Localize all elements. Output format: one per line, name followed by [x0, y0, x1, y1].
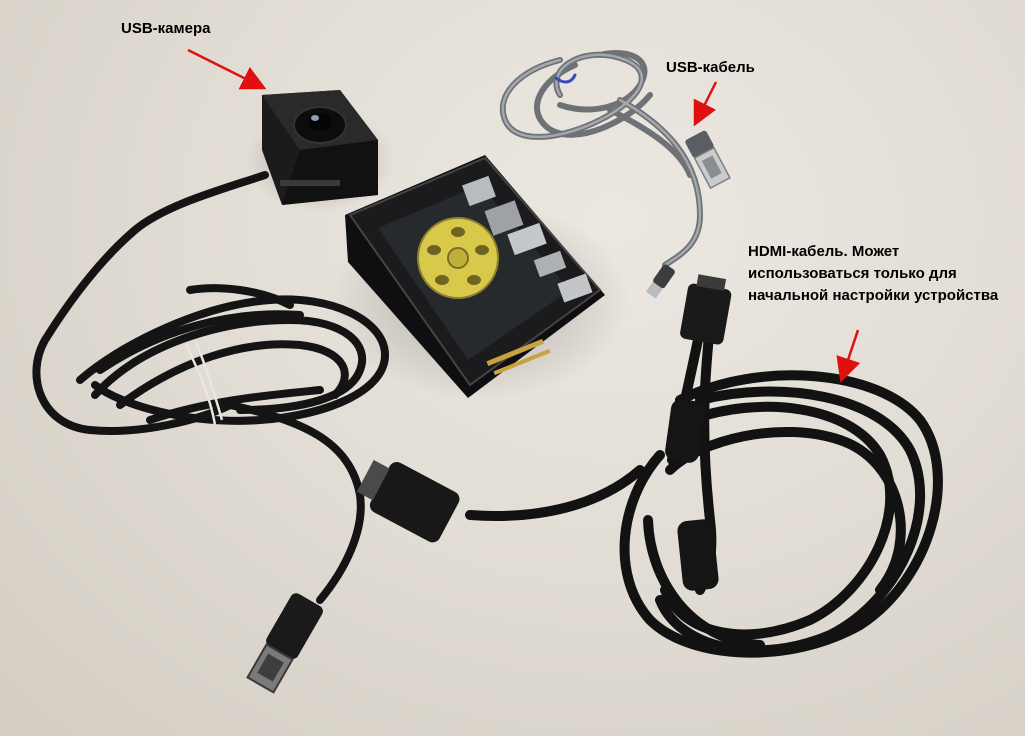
usb-a-plug-grey — [685, 130, 731, 190]
hdmi-plug-top — [680, 274, 732, 345]
label-usb-camera: USB-камера — [121, 20, 211, 37]
camera-usb-cable — [32, 171, 390, 604]
usb-camera — [245, 90, 395, 212]
cooling-fan — [417, 217, 499, 299]
label-hdmi-cable: HDMI-кабель. Может использоваться только… — [748, 241, 998, 307]
arrow-hdmi-cable — [836, 329, 861, 383]
usb-a-plug-black — [246, 593, 323, 694]
arrow-usb-cable — [693, 81, 718, 127]
usb-cable — [499, 50, 731, 299]
label-usb-cable: USB-кабель — [666, 59, 755, 76]
ferrite-bead-upper — [665, 399, 705, 463]
annotation-arrows — [187, 48, 861, 383]
single-board-computer — [330, 155, 630, 400]
arrow-usb-camera — [187, 48, 267, 90]
micro-usb-plug — [645, 264, 675, 299]
hdmi-plug-middle — [356, 459, 460, 543]
label-hdmi-line-2: использоваться только для — [748, 265, 957, 282]
cable-tie — [184, 341, 224, 426]
label-hdmi-line-1: HDMI-кабель. Может — [748, 243, 900, 260]
ferrite-bead-lower — [677, 519, 719, 591]
label-hdmi-line-3: начальной настройки устройства — [748, 287, 999, 304]
